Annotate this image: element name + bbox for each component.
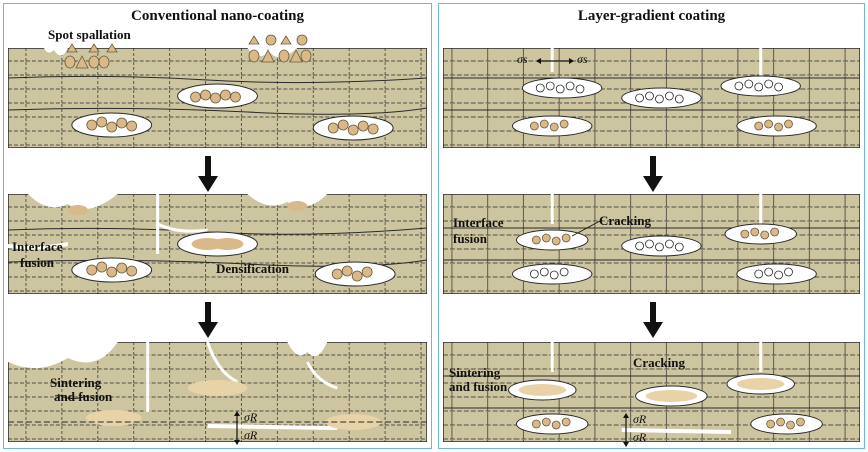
- sigma-r-top: σR: [633, 412, 646, 427]
- stress-arrow-icon: [621, 412, 631, 448]
- label-cracking: Cracking: [633, 356, 685, 370]
- label-fusion: fusion: [20, 256, 54, 270]
- spalled-particles-left: [64, 42, 124, 76]
- label-sintering: Sintering: [50, 376, 101, 390]
- label-sintering: Sintering: [449, 366, 500, 380]
- left-panel-title: Conventional nano-coating: [4, 8, 431, 25]
- label-cracking: Cracking: [599, 214, 651, 228]
- label-interface: Interface: [12, 240, 63, 254]
- right-layer-1: [443, 48, 860, 148]
- label-spot-spallation: Spot spallation: [48, 28, 131, 42]
- label-densification: Densification: [216, 262, 289, 276]
- sigma-r-bottom: σR: [244, 428, 257, 443]
- label-and-fusion: and fusion: [449, 380, 507, 394]
- label-fusion: fusion: [453, 232, 487, 246]
- stress-arrow-icon: [232, 410, 242, 446]
- spalled-particles-right: [246, 34, 316, 72]
- sigma-s-left: σs: [517, 52, 528, 67]
- left-panel: Conventional nano-coating: [3, 3, 432, 449]
- stress-arrow-icon: [535, 56, 575, 66]
- down-arrow-icon: [643, 302, 663, 338]
- down-arrow-icon: [643, 156, 663, 192]
- right-panel: Layer-gradient coating σs σs: [438, 3, 865, 449]
- down-arrow-icon: [198, 156, 218, 192]
- left-layer-2: [8, 194, 427, 294]
- right-panel-title: Layer-gradient coating: [439, 8, 864, 25]
- label-interface: Interface: [453, 216, 504, 230]
- right-layer-2: [443, 194, 860, 294]
- sigma-r-top: σR: [244, 410, 257, 425]
- label-and-fusion: and fusion: [54, 390, 112, 404]
- sigma-s-right: σs: [577, 52, 588, 67]
- sigma-r-bottom: σR: [633, 430, 646, 445]
- down-arrow-icon: [198, 302, 218, 338]
